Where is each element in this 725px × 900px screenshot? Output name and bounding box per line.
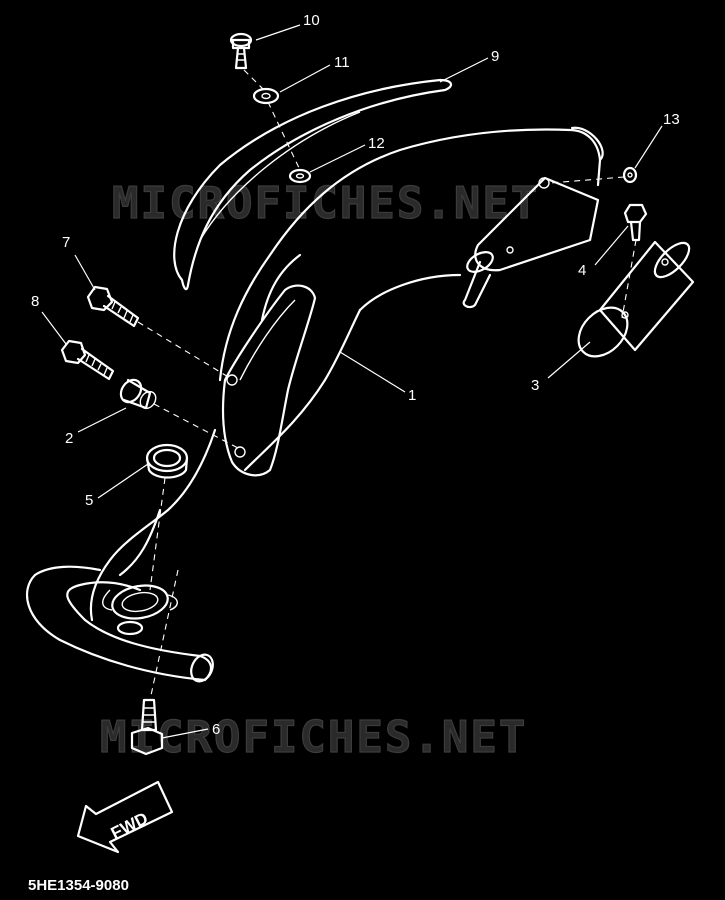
callout-13: 13 [663, 111, 680, 128]
callout-2: 2 [65, 430, 73, 447]
fwd-label: FWD [108, 809, 151, 844]
part-2-collar [119, 378, 157, 410]
callout-8: 8 [31, 293, 39, 310]
callout-4: 4 [578, 262, 586, 279]
callout-1: 1 [408, 387, 416, 404]
callout-10: 10 [303, 12, 320, 29]
part-12-washer [288, 168, 312, 184]
watermark-bottom: MICROFICHES.NET [100, 712, 527, 763]
callout-11: 11 [334, 54, 350, 71]
callout-9: 9 [491, 48, 499, 65]
part-6-stud-bolt [130, 698, 164, 756]
part-11-washer [252, 87, 280, 105]
part-1-exhaust-pipe [26, 126, 604, 683]
part-5-gasket [145, 443, 189, 479]
part-4-bolt [623, 203, 648, 242]
callout-7: 7 [62, 234, 70, 251]
part-10-bolt [229, 32, 253, 70]
watermark-top: MICROFICHES.NET [112, 178, 539, 229]
part-8-bolt [60, 339, 115, 381]
callout-3: 3 [531, 377, 539, 394]
callout-labels: 10 11 9 12 13 4 3 1 7 8 2 5 6 [31, 12, 680, 738]
part-3-protector [577, 240, 695, 358]
leader-lines [41, 24, 663, 739]
fwd-arrow: FWD [76, 780, 174, 854]
part-7-bolt [86, 285, 140, 328]
diagram-code: 5HE1354-9080 [28, 877, 129, 894]
callout-12: 12 [368, 135, 385, 152]
part-9-heat-guard [173, 78, 453, 291]
callout-5: 5 [85, 492, 93, 509]
assembly-lines [137, 69, 637, 701]
part-13-screw [622, 166, 638, 184]
callout-6: 6 [212, 721, 220, 738]
